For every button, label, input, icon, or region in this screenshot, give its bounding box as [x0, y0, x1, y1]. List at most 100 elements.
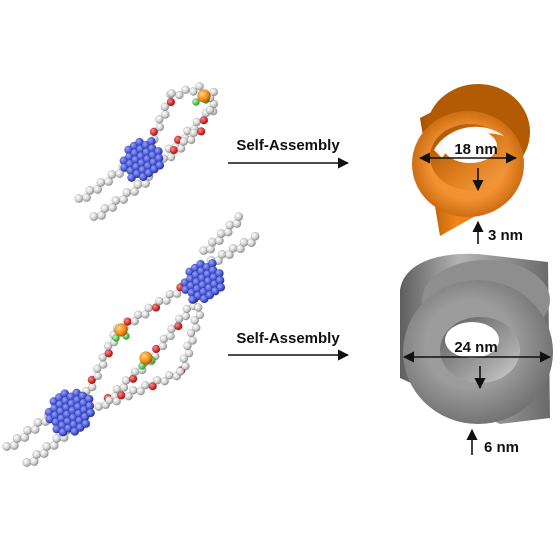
oxygen-atom [174, 321, 183, 331]
carbon-atom [162, 296, 171, 305]
carbon-atom [124, 392, 133, 401]
carbon-atom [224, 250, 234, 260]
carbon-atom [141, 381, 150, 390]
carbon-atom [103, 341, 113, 351]
core-atom [81, 419, 91, 429]
carbon-atom [97, 211, 107, 220]
linker-atom [192, 98, 200, 106]
carbon-atom [165, 371, 174, 380]
carbon-atom [136, 387, 145, 396]
carbon-atom [246, 238, 256, 248]
carbon-atom [133, 180, 143, 189]
carbon-atom [176, 144, 186, 153]
carbon-atom [167, 89, 176, 98]
carbon-atom [22, 458, 32, 467]
carbon-atom [165, 290, 175, 299]
orange-wall-label: 3 nm [488, 227, 523, 244]
oxygen-atom [196, 127, 206, 136]
carbon-atom [158, 341, 168, 351]
nanotube-orange [412, 84, 530, 236]
carbon-atom [141, 310, 150, 319]
carbon-atom [33, 418, 43, 427]
orange-dimension-marks: 18 nm 3 nm [418, 141, 523, 244]
carbon-atom [93, 364, 102, 373]
carbon-atom [155, 115, 164, 124]
carbon-atom [184, 349, 194, 358]
oxygen-atom [104, 349, 113, 358]
carbon-atom [121, 376, 131, 385]
carbon-atom [186, 328, 196, 338]
oxygen-atom [117, 391, 126, 400]
carbon-atom [23, 426, 33, 435]
core-atom [86, 408, 96, 418]
carbon-atom [209, 99, 219, 109]
carbon-atom [82, 193, 92, 202]
carbon-atom [96, 178, 106, 187]
oxygen-atom [123, 317, 132, 326]
carbon-atom [205, 105, 215, 115]
carbon-atom [129, 386, 138, 395]
carbon-atom [250, 231, 260, 241]
carbon-atom [235, 244, 245, 254]
carbon-atom [2, 442, 12, 451]
carbon-atom [192, 323, 201, 332]
carbon-atom [188, 336, 197, 345]
carbon-atom [179, 137, 189, 146]
carbon-atom [160, 377, 169, 386]
carbon-atom [183, 341, 192, 351]
carbon-atom [108, 203, 118, 212]
carbon-atom [234, 212, 244, 222]
carbon-atom [104, 177, 114, 186]
carbon-atom [105, 396, 114, 405]
linker-atom [112, 334, 120, 342]
carbon-atom [209, 87, 219, 97]
carbon-atom [119, 383, 129, 392]
carbon-atom [42, 442, 52, 451]
carbon-atom [89, 212, 99, 221]
carbon-atom [166, 331, 175, 341]
carbon-atom [186, 135, 196, 145]
orange-diameter-label: 18 nm [454, 141, 497, 158]
carbon-atom [93, 371, 103, 381]
carbon-atom [115, 169, 125, 178]
carbon-atom [133, 310, 143, 319]
carbon-atom [144, 303, 153, 313]
core-atom [155, 160, 165, 170]
carbon-atom [179, 354, 189, 363]
carbon-atom [93, 185, 103, 194]
metal-atom [114, 323, 128, 337]
carbon-atom [172, 289, 182, 298]
carbon-atom [195, 82, 204, 91]
oxygen-atom [151, 303, 161, 312]
carbon-atom [100, 204, 110, 213]
carbon-atom [122, 188, 132, 197]
grey-dimension-marks: 24 nm 6 nm [402, 339, 552, 456]
carbon-atom [189, 128, 199, 138]
carbon-atom [166, 152, 176, 162]
arrow-label-2: Self-Assembly [236, 330, 340, 347]
carbon-atom [155, 122, 165, 132]
carbon-atom [111, 196, 121, 205]
carbon-atom [153, 376, 162, 385]
carbon-atom [181, 85, 190, 95]
carbon-atom [194, 303, 203, 312]
carbon-atom [52, 434, 62, 443]
carbon-atom [130, 367, 140, 376]
carbon-atom [85, 186, 95, 195]
carbon-atom [161, 110, 170, 119]
carbon-atom [107, 170, 117, 179]
carbon-atom [99, 360, 108, 369]
carbon-atom [175, 90, 184, 100]
carbon-atom [98, 353, 107, 362]
carbon-atom [12, 434, 22, 443]
arrow-label-1: Self-Assembly [236, 137, 340, 154]
metal-atom [139, 351, 153, 365]
molecule-small-macrocycle [74, 82, 219, 221]
oxygen-atom [148, 382, 157, 391]
grey-diameter-label: 24 nm [454, 339, 497, 356]
carbon-atom [130, 317, 140, 326]
carbon-atom [181, 311, 191, 321]
carbon-atom [74, 194, 84, 203]
carbon-atom [88, 382, 97, 392]
